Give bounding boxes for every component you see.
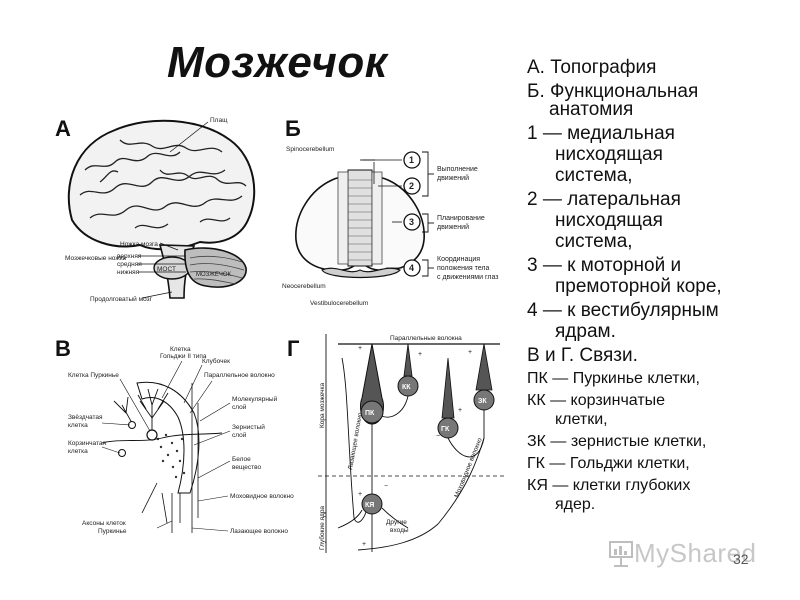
label-nizhnyaya: нижняя xyxy=(117,269,140,276)
label-koord-2: положения тела xyxy=(437,265,489,272)
label-srednyaya: средняя xyxy=(117,261,142,268)
sign-minus-1: − xyxy=(436,433,440,440)
label-zern-1: Зернистый xyxy=(232,423,265,431)
label-mozzh-nozhki: Мозжечковые ножки xyxy=(65,255,127,262)
label-vypolnenie-2: движений xyxy=(437,174,469,182)
label-mohovid: Моховидное волокно xyxy=(230,493,294,500)
legend-line-2: 1 — медиальная нисходящая система, xyxy=(527,123,675,186)
label-most: МОСТ xyxy=(157,266,176,273)
sign-plus-3: + xyxy=(468,349,472,356)
label-planirovanie-2: движений xyxy=(437,223,469,231)
label-korz-2: клетка xyxy=(68,448,88,455)
sign-plus-4: + xyxy=(358,491,362,498)
label-n1: 1 xyxy=(409,155,414,165)
label-drugie-2: входы xyxy=(390,527,409,534)
label-vypolnenie-1: Выполнение xyxy=(437,166,478,173)
legend-line-8: КК — корзинчатые клетки, xyxy=(527,392,666,428)
legend-line-5: 4 — к вестибулярным ядрам. xyxy=(527,300,719,342)
label-aksony-1: Аксоны клеток xyxy=(82,520,126,527)
label-kya: КЯ xyxy=(365,502,374,509)
presentation-board-icon xyxy=(609,540,633,567)
functional-anatomy-figure: 1 2 3 4 Spinocerebellum Neocerebellum Ve… xyxy=(282,146,498,307)
label-kk: КК xyxy=(402,384,411,391)
myshared-watermark: MyShared xyxy=(608,538,757,569)
label-beloe-2: вещество xyxy=(232,464,261,471)
label-n4: 4 xyxy=(409,263,414,273)
label-spino: Spinocerebellum xyxy=(286,146,334,153)
label-nozhka: Ножка мозга xyxy=(120,241,158,248)
panel-letter-g: Г xyxy=(287,336,300,361)
legend-line-11: КЯ — клетки глубоких ядер. xyxy=(527,477,691,513)
label-prodolgovaty: Продолговатый мозг xyxy=(90,295,153,303)
slide-title: Мозжечок xyxy=(167,38,388,87)
label-molek-1: Молекулярный xyxy=(232,395,278,403)
sign-plus-2: + xyxy=(418,351,422,358)
label-zvezd-1: Звёздчатая xyxy=(68,414,103,421)
label-kletka-golgi-2: Гольджи II типа xyxy=(160,353,207,360)
label-verkhnyaya: верхняя xyxy=(117,253,142,260)
label-molek-2: слой xyxy=(232,403,247,411)
label-mozzhechok: МОЗЖЕЧОК xyxy=(196,272,231,278)
label-koord-1: Координация xyxy=(437,256,480,263)
label-neo: Neocerebellum xyxy=(282,283,326,290)
label-drugie-1: Другие xyxy=(386,519,407,526)
sign-plus-5: + xyxy=(362,541,366,548)
slide-number: 32 xyxy=(733,551,749,567)
label-vestibulo: Vestibulocerebellum xyxy=(310,300,368,307)
label-n3: 3 xyxy=(409,217,414,227)
label-zk: ЗК xyxy=(478,398,487,405)
legend-line-0: А. Топография xyxy=(527,57,657,78)
label-kletka-golgi-1: Клетка xyxy=(170,346,191,353)
label-parallelnoe: Параллельное волокно xyxy=(204,372,275,379)
legend-line-10: ГК — Гольджи клетки, xyxy=(527,455,690,472)
legend-line-6: В и Г. Связи. xyxy=(527,345,638,366)
label-glubokie: Глубокие ядра xyxy=(318,506,326,550)
label-n2: 2 xyxy=(409,181,414,191)
label-pk: ПК xyxy=(365,410,375,417)
label-zvezd-2: клетка xyxy=(68,422,88,429)
circuit-figure: Кора мозжечка Глубокие ядра Лазающее вол… xyxy=(318,334,504,553)
brain-topography-figure: Плащ Ножка мозга Мозжечковые ножки верхн… xyxy=(65,117,256,303)
label-planirovanie-1: Планирование xyxy=(437,215,485,222)
label-lazayuschee-g: Лазающее волокно xyxy=(347,412,364,471)
sign-minus-2: − xyxy=(384,483,388,490)
label-parallelnye: Параллельные волокна xyxy=(390,335,462,342)
sign-plus-6: + xyxy=(458,407,462,414)
label-korz-1: Корзинчатая xyxy=(68,440,107,447)
label-purkinje: Клетка Пуркинье xyxy=(68,372,119,379)
legend-line-7: ПК — Пуркинье клетки, xyxy=(527,370,700,387)
label-koord-3: с движениями глаз xyxy=(437,274,498,281)
legend-line-1: Б. Функциональная анатомия xyxy=(527,81,699,120)
legend-line-4: 3 — к моторной и премоторной коре, xyxy=(527,255,722,297)
label-plash: Плащ xyxy=(210,117,228,124)
cortex-histology-figure: Клетка Гольджи II типа Клубочек Параллел… xyxy=(68,346,294,535)
panel-letter-b: Б xyxy=(285,116,301,141)
panel-letter-a: А xyxy=(55,116,71,141)
legend-line-9: ЗК — зернистые клетки, xyxy=(527,433,707,450)
label-klubochek: Клубочек xyxy=(202,357,230,365)
panel-letter-v: В xyxy=(55,336,71,361)
label-zern-2: слой xyxy=(232,431,247,439)
label-gk: ГК xyxy=(441,426,450,433)
label-kora: Кора мозжечка xyxy=(319,382,326,428)
legend-text: А. Топография Б. Функциональная анатомия… xyxy=(527,57,792,517)
label-mohovidnoe-g: Моховидное волокно xyxy=(453,437,483,499)
label-beloe-1: Белое xyxy=(232,456,251,463)
label-aksony-2: Пуркинье xyxy=(98,528,127,535)
sign-plus-1: + xyxy=(358,345,362,352)
label-lazayuschee-v: Лазающее волокно xyxy=(230,528,288,535)
watermark-text: MyShared xyxy=(634,538,757,568)
legend-line-3: 2 — латеральная нисходящая система, xyxy=(527,189,681,252)
